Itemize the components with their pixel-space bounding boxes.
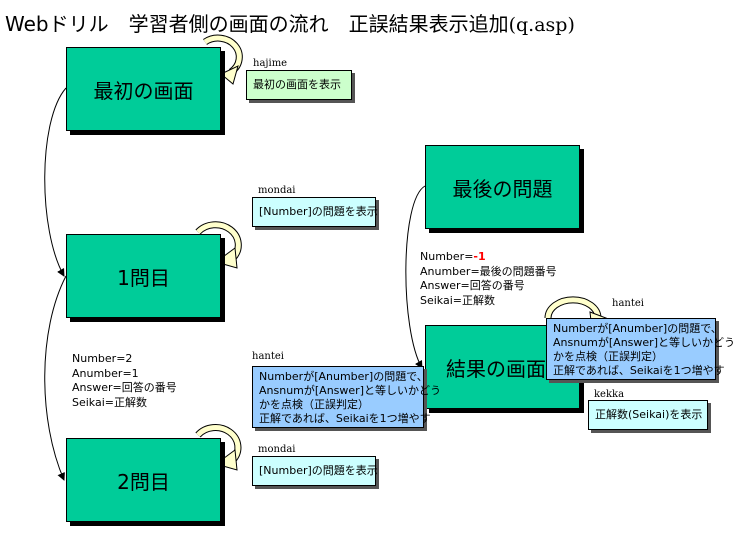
- vars-left: Number=2 Anumber=1 Answer=回答の番号 Seikai=正…: [72, 352, 177, 410]
- var-number-row: Number=-1: [420, 250, 557, 265]
- var-answer: Answer=回答の番号: [72, 381, 177, 394]
- note-hantei-2: Numberが[Anumber]の問題で、 Ansnumが[Answer]と等し…: [546, 318, 735, 380]
- flow-line-first-to-q1: [44, 87, 67, 277]
- note-mondai-1: [Number]の問題を表示: [252, 197, 378, 227]
- note-hantei-2-line: かを点検（正誤判定）: [553, 350, 663, 363]
- var-anumber: Anumber=1: [72, 366, 139, 380]
- loop-arrow-first: [203, 34, 243, 85]
- title-text: Webドリル 学習者側の画面の流れ 正誤結果表示追加: [5, 12, 509, 36]
- note-hantei-1-line: かを点検（正誤判定）: [259, 398, 369, 411]
- vars-right: Number=-1 Anumber=最後の問題番号 Answer=回答の番号 S…: [420, 250, 557, 308]
- var-number-prefix: Number=: [420, 250, 474, 263]
- note-hajime-text: 最初の画面を表示: [253, 78, 341, 91]
- connectors: [44, 34, 607, 481]
- note-kekka-text: 正解数(Seikai)を表示: [595, 408, 703, 421]
- title-file: (q.asp): [508, 14, 575, 36]
- label-hajime: hajime: [253, 58, 288, 69]
- note-hantei-1-line: Ansnumが[Answer]と等しいかどう: [259, 384, 441, 397]
- label-mondai-2: mondai: [258, 444, 296, 455]
- loop-arrow-q1: [195, 221, 242, 269]
- note-kekka: 正解数(Seikai)を表示: [588, 400, 708, 430]
- var-anumber: Anumber=最後の問題番号: [420, 264, 557, 278]
- box-q1-label: 1問目: [117, 265, 170, 290]
- box-first-label: 最初の画面: [93, 78, 194, 103]
- box-question-1: 1問目: [66, 234, 221, 318]
- box-last-question: 最後の問題: [425, 145, 580, 229]
- var-number-value: -1: [473, 250, 486, 263]
- label-mondai-1: mondai: [258, 185, 296, 196]
- note-hajime: 最初の画面を表示: [246, 70, 352, 100]
- label-hantei-2: hantei: [612, 298, 644, 309]
- note-hantei-1: Numberが[Anumber]の問題で、 Ansnumが[Answer]と等し…: [252, 366, 441, 428]
- loop-arrow-q2: [195, 424, 242, 471]
- label-hantei-1: hantei: [252, 351, 284, 362]
- box-question-2: 2問目: [66, 438, 221, 522]
- note-hantei-1-line: Numberが[Anumber]の問題で、: [259, 370, 428, 383]
- note-hantei-2-line: 正解であれば、Seikaiを1つ増やす: [553, 364, 725, 377]
- note-hantei-2-line: Numberが[Anumber]の問題で、: [553, 322, 722, 335]
- var-answer: Answer=回答の番号: [420, 279, 525, 292]
- note-mondai-2: [Number]の問題を表示: [252, 456, 378, 486]
- note-mondai-1-text: [Number]の問題を表示: [259, 205, 378, 218]
- note-mondai-2-text: [Number]の問題を表示: [259, 464, 378, 477]
- flow-line-q1-to-q2: [44, 275, 67, 481]
- var-number: Number=2: [72, 352, 133, 365]
- note-hantei-1-line: 正解であれば、Seikaiを1つ増やす: [259, 412, 431, 425]
- var-seikai: Seikai=正解数: [420, 293, 495, 307]
- box-q2-label: 2問目: [117, 469, 170, 494]
- box-last-label: 最後の問題: [452, 176, 553, 201]
- note-hantei-2-line: Ansnumが[Answer]と等しいかどう: [553, 336, 735, 349]
- var-seikai: Seikai=正解数: [72, 395, 147, 409]
- flow-line-last-to-result: [405, 185, 426, 369]
- box-first-screen: 最初の画面: [66, 47, 221, 131]
- label-kekka: kekka: [594, 389, 625, 400]
- box-result-label: 結果の画面: [446, 356, 546, 381]
- diagram-title: Webドリル 学習者側の画面の流れ 正誤結果表示追加(q.asp): [5, 8, 575, 37]
